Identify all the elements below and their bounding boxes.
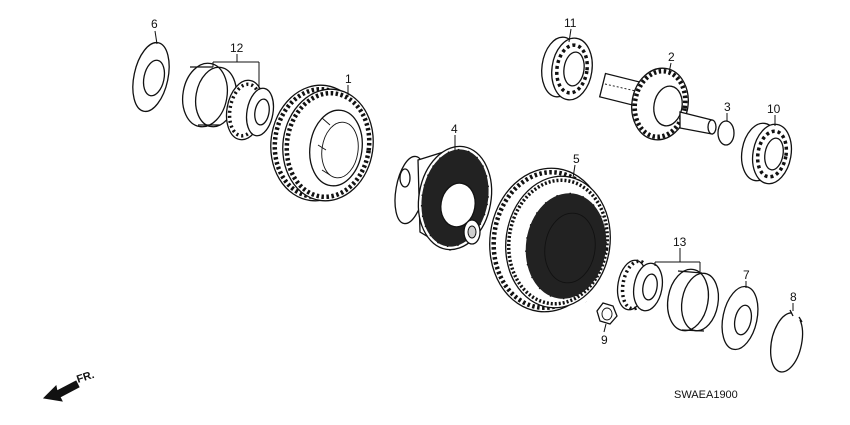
part-2-countershaft xyxy=(598,67,717,141)
part-8-snap-ring xyxy=(770,309,804,373)
leader-lines xyxy=(154,28,794,333)
front-direction-indicator: FR. xyxy=(42,369,96,402)
part-13-bearing xyxy=(616,259,720,332)
callout-6: 6 xyxy=(151,17,158,31)
part-3-snap-ring xyxy=(717,120,735,146)
callout-5: 5 xyxy=(573,152,580,166)
callout-1: 1 xyxy=(345,72,352,86)
front-direction-label: FR. xyxy=(75,369,96,386)
diagram-code: SWAEA1900 xyxy=(674,389,738,401)
part-10-ball-bearing xyxy=(740,122,793,185)
part-1-gear xyxy=(270,84,374,202)
part-7-shim xyxy=(721,285,759,351)
callout-2: 2 xyxy=(668,50,675,64)
callout-9: 9 xyxy=(601,333,608,347)
part-4-differential-carrier xyxy=(394,145,493,251)
callout-13: 13 xyxy=(673,235,687,249)
callout-7: 7 xyxy=(743,268,750,282)
front-arrow-icon xyxy=(42,380,80,402)
callout-12: 12 xyxy=(230,41,244,55)
part-6-shim xyxy=(132,41,170,113)
part-11-ball-bearing xyxy=(541,36,593,101)
callout-4: 4 xyxy=(451,122,458,136)
part-12-bearing xyxy=(181,62,275,141)
callout-10: 10 xyxy=(767,102,781,116)
callout-3: 3 xyxy=(724,100,731,114)
part-9-bolt xyxy=(585,300,618,325)
callout-11: 11 xyxy=(564,16,577,30)
callout-8: 8 xyxy=(790,290,797,304)
callout-numbers: 6 12 1 4 5 11 2 3 10 13 7 8 9 xyxy=(151,16,797,347)
part-5-ring-gear xyxy=(489,167,611,313)
